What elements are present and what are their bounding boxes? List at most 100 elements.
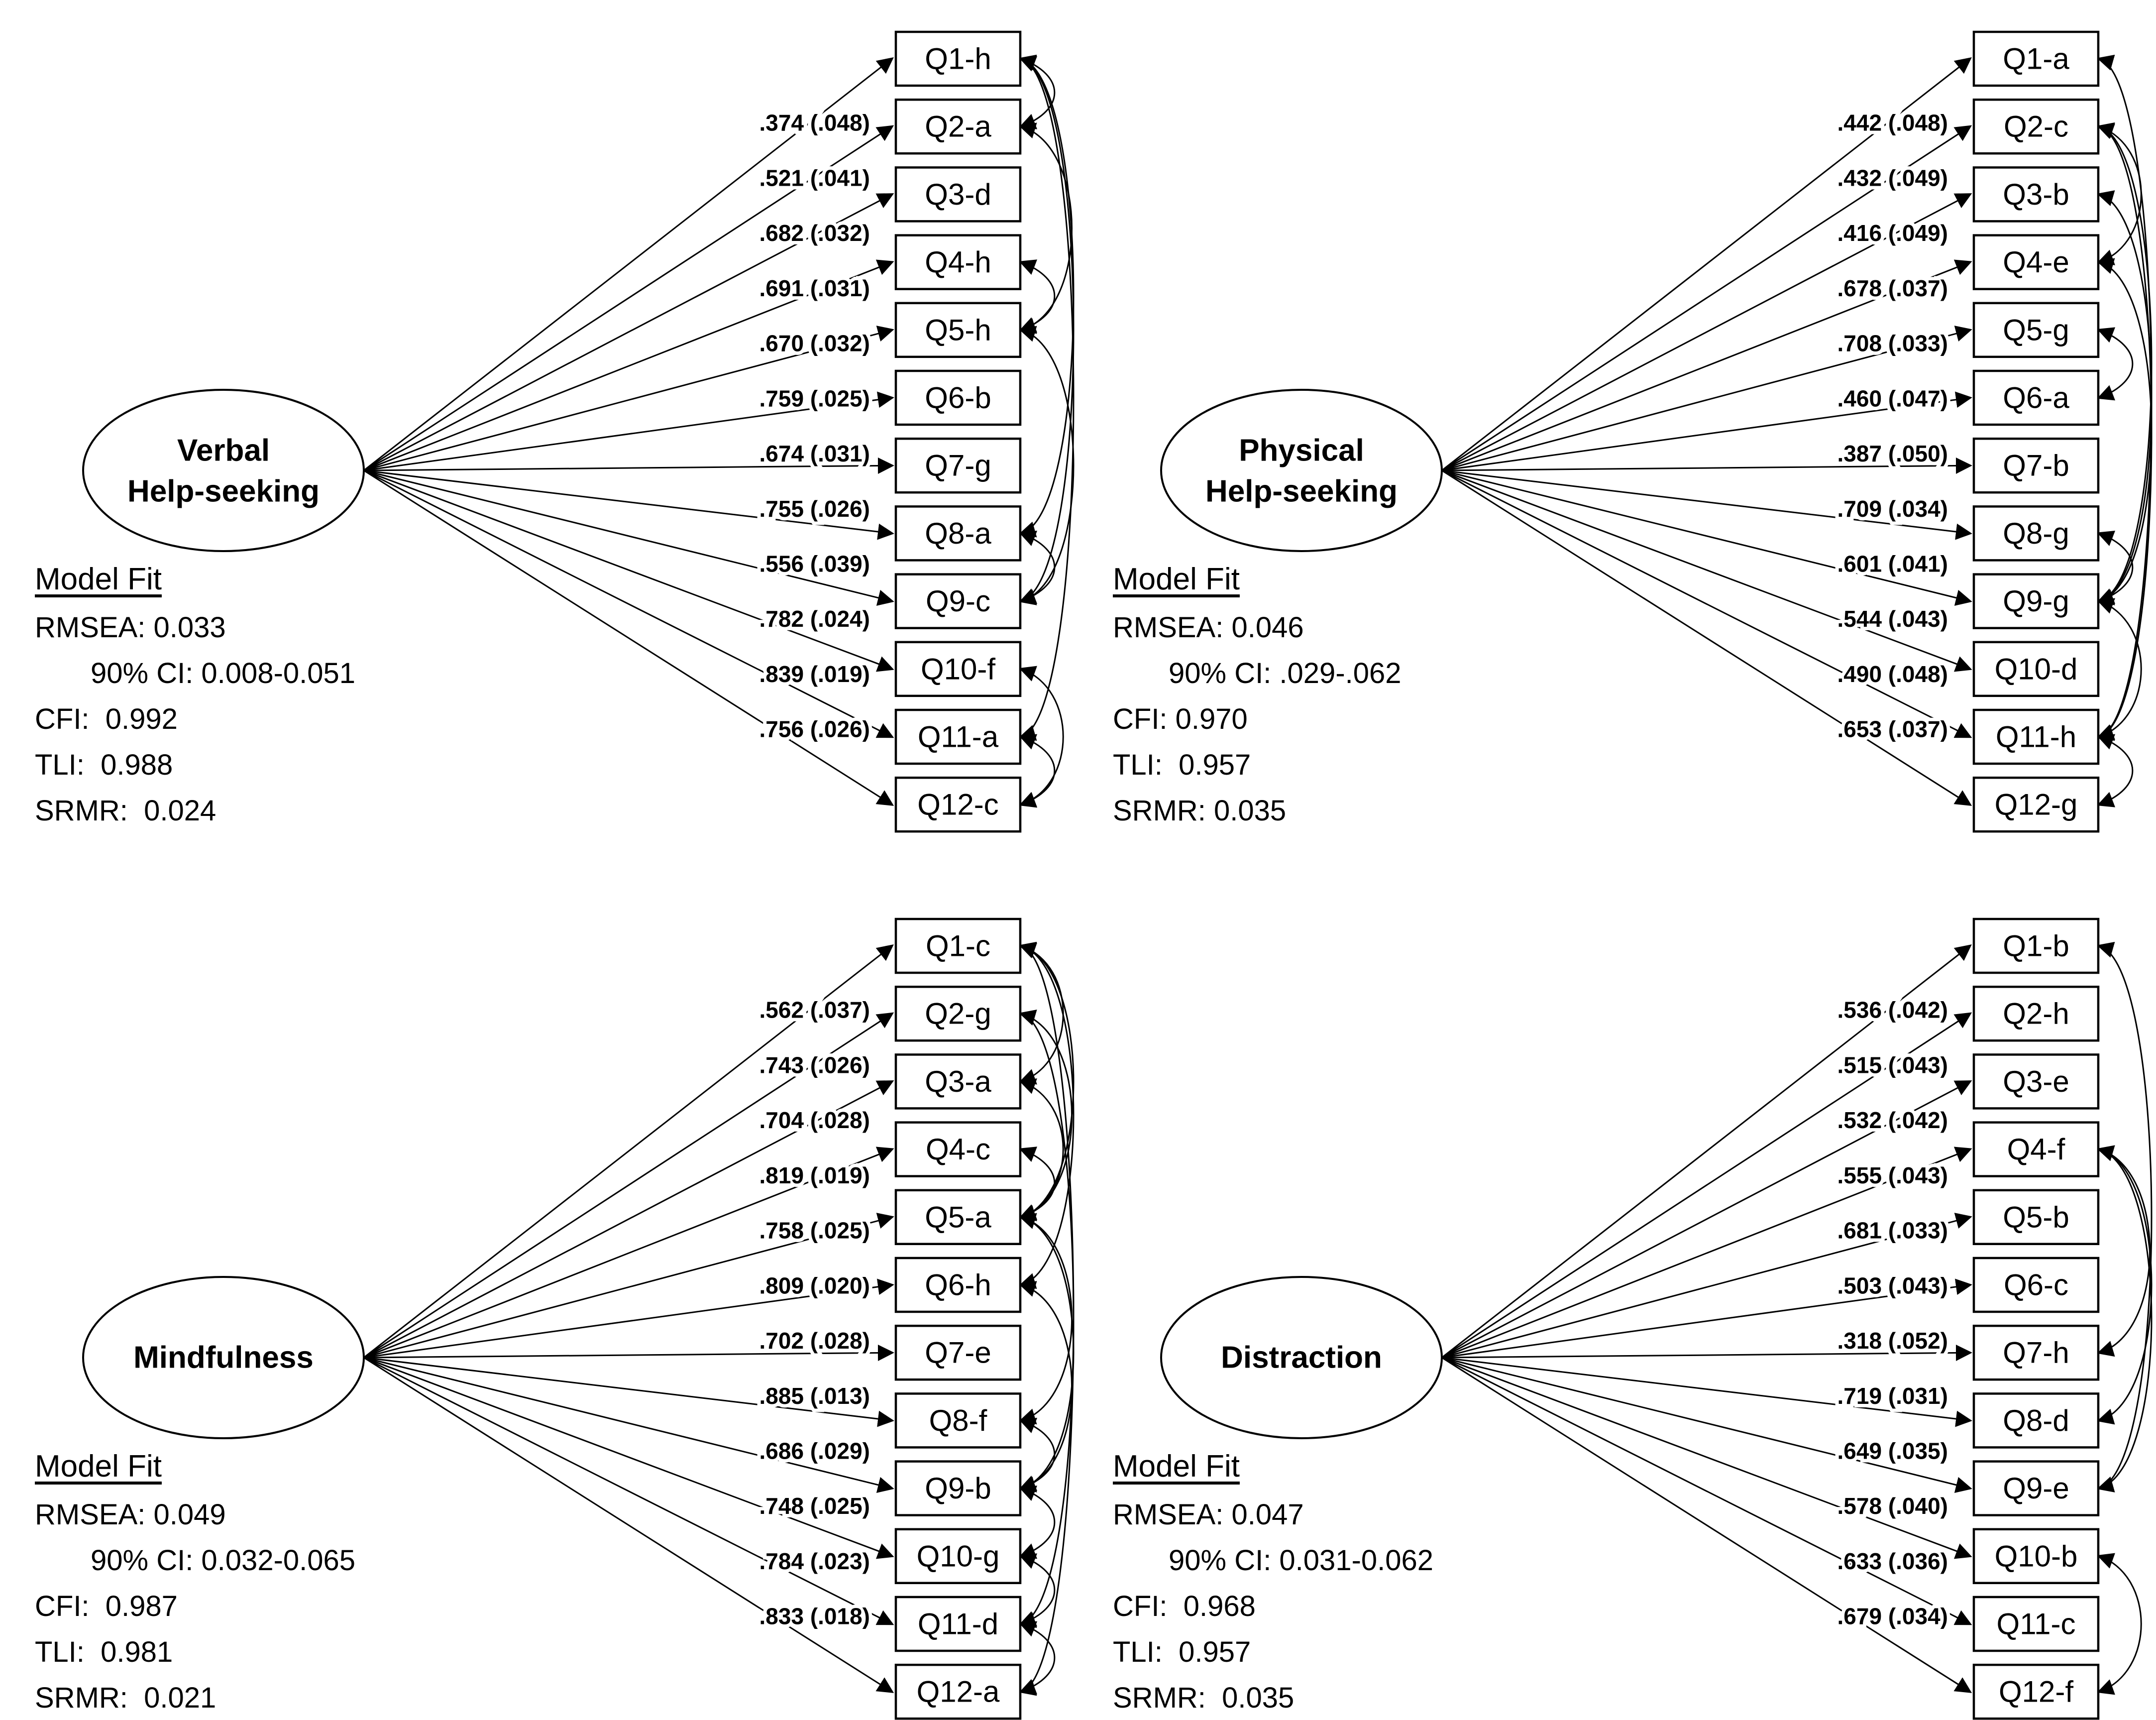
residual-arc [1019, 56, 1056, 129]
residual-arc [1019, 1010, 1073, 1221]
indicator-label: Q9-c [926, 584, 990, 618]
loading-arrow [1441, 469, 1972, 806]
model-fit-rmsea: RMSEA: 0.049 [35, 1498, 226, 1531]
loading-label: .758 (.025) [759, 1218, 870, 1244]
loading-label: .686 (.029) [759, 1438, 870, 1464]
loading-label: .633 (.036) [1837, 1548, 1948, 1574]
model-fit-cfi: CFI: 0.970 [1113, 703, 1248, 735]
model-fit-ci: 90% CI: 0.032-0.065 [91, 1544, 356, 1577]
loading-arrow [363, 944, 894, 1359]
loading-label: .679 (.034) [1837, 1604, 1948, 1629]
loading-label: .839 (.019) [759, 661, 870, 687]
indicator-label: Q6-h [925, 1268, 991, 1302]
model-fit-title: Model Fit [1113, 562, 1240, 596]
factor-label: Help-seeking [1205, 474, 1398, 509]
indicator-box [1972, 641, 2100, 697]
model-fit-rmsea: RMSEA: 0.047 [1113, 1498, 1304, 1531]
residual-arc [1019, 1010, 1075, 1628]
loading-label: .782 (.024) [759, 606, 870, 632]
indicator-label: Q11-h [1996, 720, 2076, 754]
indicator-box [894, 1189, 1022, 1246]
indicator-box [894, 917, 1022, 974]
indicator-box [894, 1392, 1022, 1449]
indicator-box [1972, 437, 2100, 494]
residual-arc [2097, 598, 2142, 740]
factor-label: Distraction [1221, 1341, 1382, 1375]
indicator-label: Q9-g [2003, 584, 2069, 618]
residual-arc [1019, 1078, 1064, 1220]
indicator-label: Q8-g [2003, 517, 2069, 550]
residual-arc [2097, 327, 2134, 401]
loading-label: .702 (.028) [759, 1328, 870, 1354]
indicator-box [1972, 1121, 2100, 1177]
factor-ellipse [1160, 389, 1443, 552]
loading-label: .756 (.026) [759, 716, 870, 742]
indicator-box [894, 985, 1022, 1042]
loading-arrow [1441, 469, 1972, 738]
indicator-box [1972, 1460, 2100, 1516]
indicator-label: Q8-f [929, 1404, 987, 1437]
factor-ellipse [82, 389, 365, 552]
loading-arrow [1441, 469, 1972, 606]
indicator-label: Q4-e [2003, 245, 2069, 279]
indicator-box [894, 1053, 1022, 1110]
loading-label: .755 (.026) [759, 496, 870, 522]
loading-label: .649 (.035) [1837, 1438, 1948, 1464]
indicator-label: Q6-a [2003, 381, 2069, 415]
residual-arc [2097, 122, 2153, 741]
model-fit-cfi: CFI: 0.992 [35, 703, 178, 735]
indicator-box [894, 1528, 1022, 1585]
indicator-label: Q11-a [918, 720, 999, 754]
indicator-label: Q7-h [2003, 1336, 2069, 1370]
residual-arc [2097, 1145, 2151, 1357]
loading-arrow [1441, 193, 1972, 471]
indicator-label: Q3-d [925, 178, 991, 211]
factor-model-distraction: Q1-bQ2-hQ3-eQ4-fQ5-bQ6-cQ7-hQ8-dQ9-eQ10-… [1160, 917, 2153, 1720]
loading-label: .387 (.050) [1837, 441, 1948, 466]
factor-model-mindfulness: Q1-cQ2-gQ3-aQ4-cQ5-aQ6-hQ7-eQ8-fQ9-bQ10-… [82, 917, 1075, 1720]
indicator-label: Q7-g [925, 449, 991, 482]
loading-arrow [363, 391, 894, 471]
factor-label: Physical [1239, 434, 1364, 468]
loading-label: .460 (.047) [1837, 385, 1948, 411]
indicator-label: Q9-e [2003, 1472, 2069, 1505]
indicator-box [894, 1121, 1022, 1177]
loading-arrow [363, 259, 894, 471]
residual-arc [1019, 666, 1064, 808]
indicator-label: Q10-d [1995, 652, 2078, 686]
loading-arrow [363, 1357, 894, 1693]
model-fit-ci: 90% CI: 0.031-0.062 [1169, 1544, 1434, 1577]
loading-arrow [1441, 1344, 1972, 1361]
factor-model-verbal-help-seeking: Q1-hQ2-aQ3-dQ4-hQ5-hQ6-bQ7-gQ8-aQ9-cQ10-… [82, 30, 1075, 833]
indicator-box [894, 437, 1022, 494]
loading-label: .532 (.042) [1837, 1107, 1948, 1133]
residual-arc [2097, 123, 2142, 265]
residual-arc [2097, 1553, 2142, 1695]
loading-arrow [1441, 1357, 1972, 1427]
loading-label: .416 (.049) [1837, 220, 1948, 246]
loading-arrow [1441, 1213, 1972, 1359]
indicator-box [1972, 1528, 2100, 1585]
loading-arrow [1441, 1147, 1972, 1359]
model-fit-ci: 90% CI: .029-.062 [1169, 657, 1401, 689]
loading-arrow [363, 469, 894, 606]
loading-label: .678 (.037) [1837, 275, 1948, 301]
indicator-label: Q10-f [921, 652, 995, 686]
residual-arc [1019, 55, 1075, 605]
residual-arc [1019, 326, 1075, 605]
indicator-box [894, 776, 1022, 833]
indicator-label: Q2-g [925, 997, 991, 1031]
indicator-label: Q5-a [925, 1200, 991, 1234]
indicator-label: Q7-b [2003, 449, 2069, 482]
indicator-label: Q3-a [925, 1065, 991, 1098]
indicator-label: Q1-h [925, 42, 991, 76]
loading-label: .578 (.040) [1837, 1493, 1948, 1519]
factor-ellipse [1160, 1276, 1443, 1439]
loading-label: .562 (.037) [759, 997, 870, 1023]
indicator-label: Q3-b [2003, 178, 2069, 211]
loading-label: .704 (.028) [759, 1107, 870, 1133]
indicator-label: Q12-f [1999, 1675, 2073, 1709]
loading-arrow [363, 1012, 894, 1359]
indicator-box [1972, 1596, 2100, 1652]
